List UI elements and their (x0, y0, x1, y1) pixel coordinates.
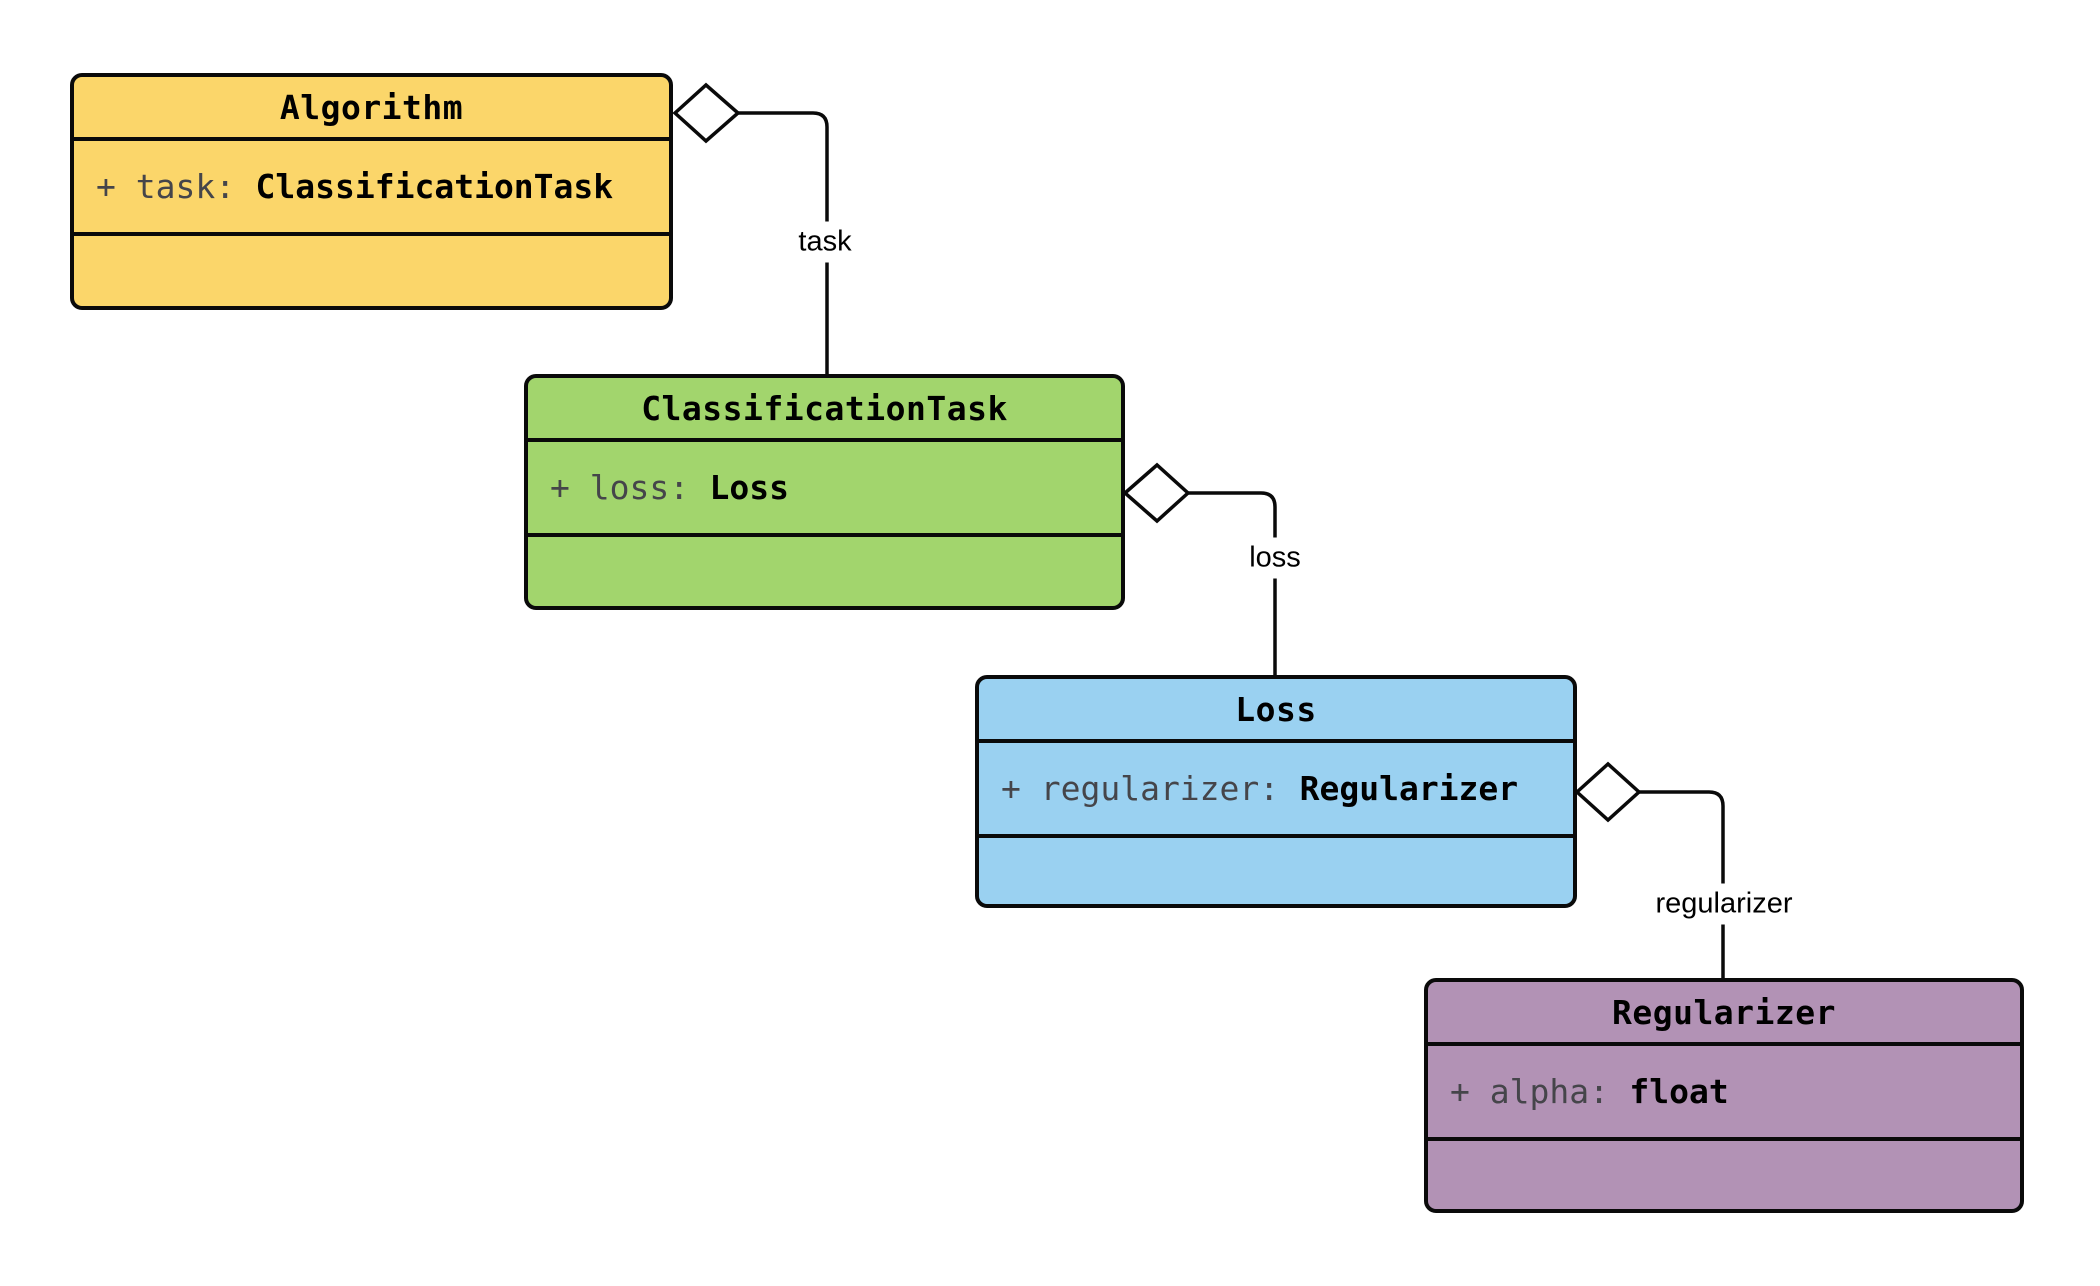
relation-line-regularizer (1639, 790, 1725, 978)
class-box-algorithm: Algorithm + task: ClassificationTask (70, 73, 673, 310)
attributes-compartment: + regularizer: Regularizer (979, 743, 1573, 838)
class-name: ClassificationTask (528, 378, 1121, 442)
attribute-name: + task: (96, 167, 236, 206)
aggregation-diamond-icon (672, 82, 741, 144)
aggregation-diamond-icon (1122, 462, 1191, 524)
class-name: Regularizer (1428, 982, 2020, 1046)
attribute-name: + regularizer: (1001, 769, 1280, 808)
attributes-compartment: + task: ClassificationTask (74, 141, 669, 236)
class-box-classificationtask: ClassificationTask + loss: Loss (524, 374, 1125, 610)
attribute-type: Regularizer (1299, 769, 1519, 808)
class-name: Loss (979, 679, 1573, 743)
relation-label-loss: loss (1239, 537, 1311, 579)
aggregation-diamond-icon (1574, 761, 1642, 823)
attributes-compartment: + loss: Loss (528, 442, 1121, 537)
methods-compartment (74, 236, 669, 306)
attribute-type: Loss (709, 468, 790, 507)
methods-compartment (528, 537, 1121, 606)
class-box-regularizer: Regularizer + alpha: float (1424, 978, 2024, 1213)
attributes-compartment: + alpha: float (1428, 1046, 2020, 1141)
methods-compartment (979, 838, 1573, 904)
attribute-type: ClassificationTask (255, 167, 614, 206)
relation-line-loss (1188, 491, 1277, 675)
attribute-type: float (1629, 1072, 1729, 1111)
methods-compartment (1428, 1141, 2020, 1209)
attribute-name: + loss: (550, 468, 690, 507)
class-name: Algorithm (74, 77, 669, 141)
relation-label-task: task (788, 221, 862, 263)
attribute-name: + alpha: (1450, 1072, 1609, 1111)
class-box-loss: Loss + regularizer: Regularizer (975, 675, 1577, 908)
relation-line-task (738, 111, 829, 374)
relation-label-regularizer: regularizer (1645, 883, 1803, 925)
